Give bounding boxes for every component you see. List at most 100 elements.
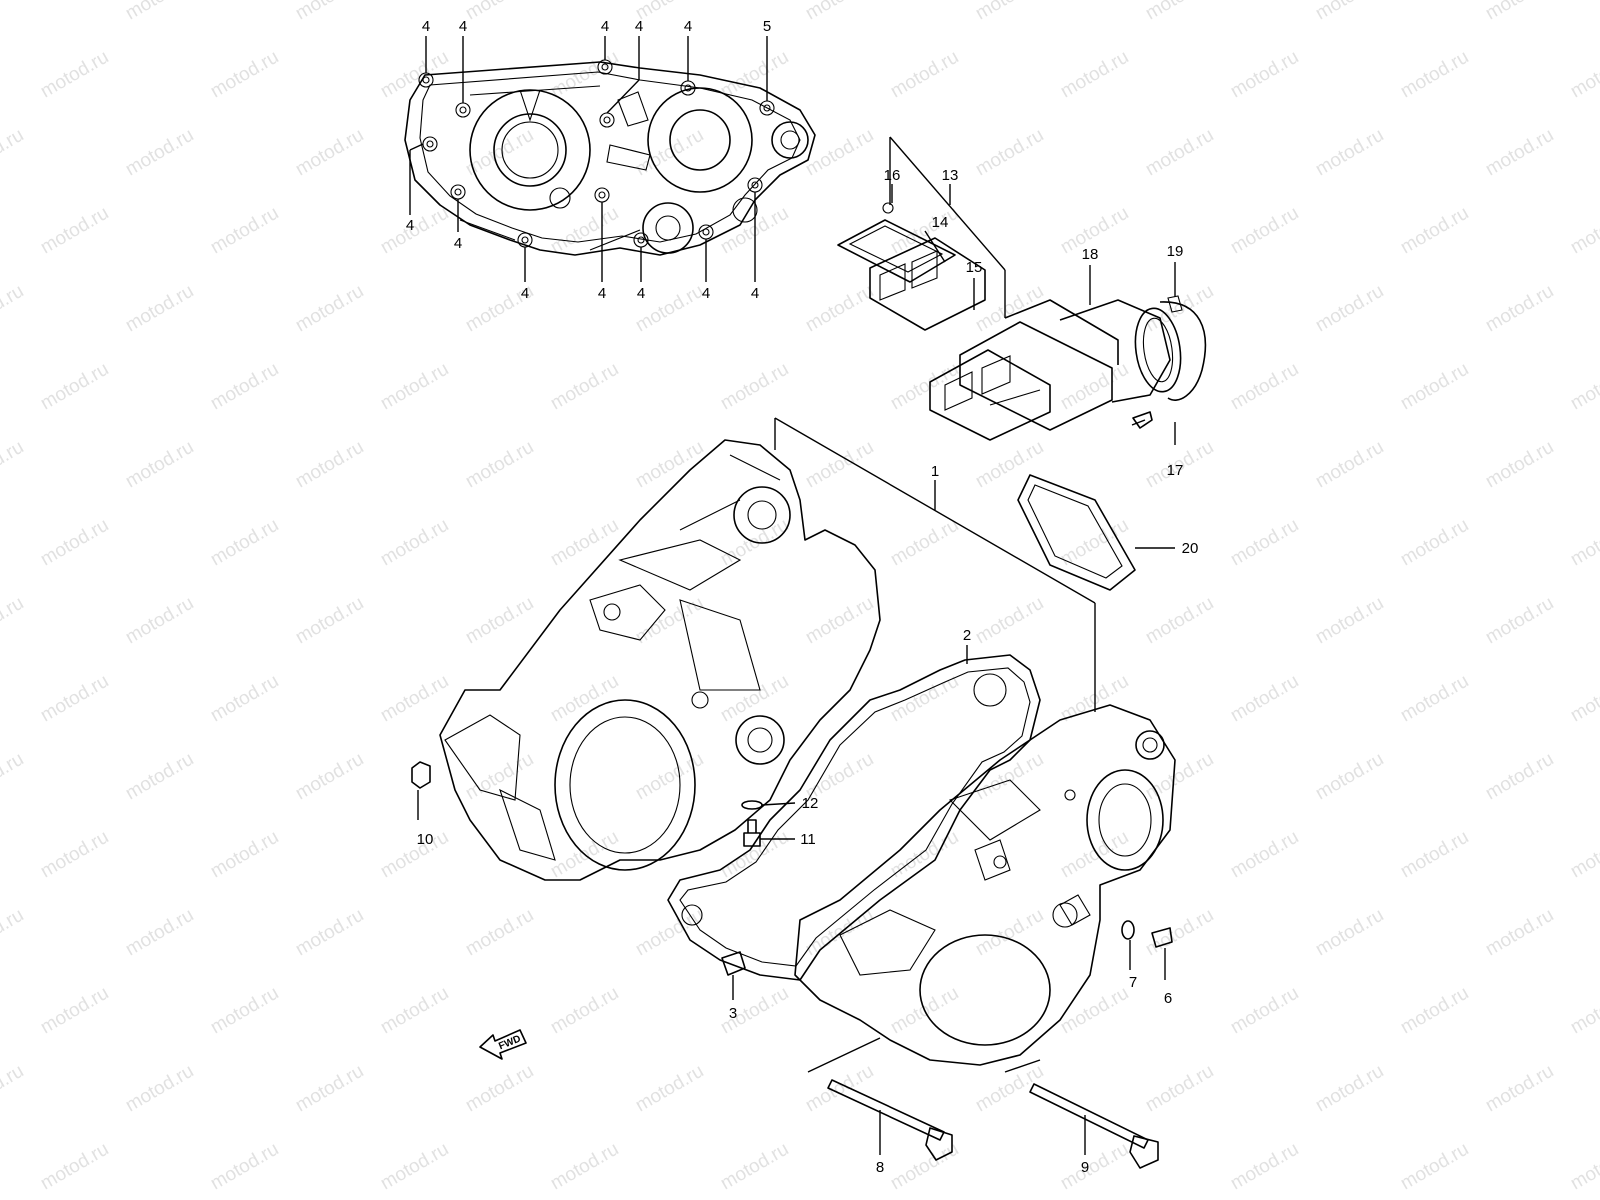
watermark-text: motod.ru (462, 905, 537, 961)
watermark-text: motod.ru (1227, 671, 1302, 727)
watermark-text: motod.ru (207, 671, 282, 727)
watermark-text: motod.ru (292, 905, 367, 961)
watermark-text: motod.ru (0, 0, 27, 24)
watermark-text: motod.ru (377, 359, 452, 415)
watermark-text: motod.ru (1567, 983, 1600, 1039)
callout-14: 14 (932, 214, 949, 231)
watermark-text: motod.ru (1227, 827, 1302, 883)
watermark-text: motod.ru (887, 515, 962, 571)
watermark-text: motod.ru (1482, 1061, 1557, 1117)
watermark-text: motod.ru (632, 593, 707, 649)
watermark-text: motod.ru (887, 359, 962, 415)
watermark-text: motod.ru (37, 359, 112, 415)
reed-valve-assembly (837, 202, 1207, 441)
watermark-text: motod.ru (1567, 1139, 1600, 1195)
watermark-text: motod.ru (377, 515, 452, 571)
watermark-text: motod.ru (887, 47, 962, 103)
watermark-text: motod.ru (377, 671, 452, 727)
watermark-text: motod.ru (972, 593, 1047, 649)
watermark-text: motod.ru (0, 125, 27, 181)
watermark-text: motod.ru (1057, 1139, 1132, 1195)
watermark-text: motod.ru (207, 983, 282, 1039)
callout-7: 7 (1129, 974, 1137, 991)
watermark-text: motod.ru (462, 1061, 537, 1117)
watermark-text: motod.ru (1227, 47, 1302, 103)
callout-4c: 4 (601, 18, 609, 35)
callout-4i: 4 (598, 285, 606, 302)
watermark-text: motod.ru (1567, 203, 1600, 259)
watermark-text: motod.ru (717, 1139, 792, 1195)
watermark-text: motod.ru (0, 1061, 27, 1117)
callout-12: 12 (802, 795, 819, 812)
watermark-text: motod.ru (292, 125, 367, 181)
callout-1: 1 (931, 463, 939, 480)
watermark-text: motod.ru (207, 47, 282, 103)
watermark-text: motod.ru (37, 671, 112, 727)
watermark-text: motod.ru (547, 359, 622, 415)
watermark-text: motod.ru (462, 0, 537, 24)
watermark-text: motod.ru (37, 1139, 112, 1195)
watermark-text: motod.ru (1482, 437, 1557, 493)
crankcase-gasket (667, 654, 1041, 981)
watermark-text: motod.ru (1567, 359, 1600, 415)
watermark-text: motod.ru (632, 1061, 707, 1117)
watermark-text: motod.ru (1397, 983, 1472, 1039)
watermark-text: motod.ru (1312, 1061, 1387, 1117)
watermark-text: motod.ru (1312, 437, 1387, 493)
watermark-text: motod.ru (1142, 593, 1217, 649)
watermark-text: motod.ru (207, 1139, 282, 1195)
watermark-text: motod.ru (1312, 125, 1387, 181)
watermark-text: motod.ru (1397, 515, 1472, 571)
watermark-text: motod.ru (292, 437, 367, 493)
watermark-text: motod.ru (1312, 749, 1387, 805)
watermark-text: motod.ru (207, 515, 282, 571)
callout-17: 17 (1167, 462, 1184, 479)
watermark-text: motod.ru (972, 905, 1047, 961)
watermark-text: motod.ru (37, 203, 112, 259)
watermark-text: motod.ru (887, 203, 962, 259)
watermark-text: motod.ru (1142, 125, 1217, 181)
watermark-text: motod.ru (547, 515, 622, 571)
watermark-text: motod.ru (547, 983, 622, 1039)
watermark-text: motod.ru (1397, 1139, 1472, 1195)
watermark-text: motod.ru (547, 1139, 622, 1195)
watermark-text: motod.ru (1312, 905, 1387, 961)
watermark-text: motod.ru (122, 749, 197, 805)
watermark-text: motod.ru (0, 593, 27, 649)
callout-4b: 4 (459, 18, 467, 35)
watermark-text: motod.ru (0, 749, 27, 805)
watermark-text: motod.ru (207, 827, 282, 883)
watermark-text: motod.ru (0, 437, 27, 493)
watermark-text: motod.ru (802, 281, 877, 337)
watermark-text: motod.ru (1057, 47, 1132, 103)
watermark-text: motod.ru (972, 437, 1047, 493)
watermark-text: motod.ru (1057, 359, 1132, 415)
watermark-text: motod.ru (1567, 515, 1600, 571)
watermark-text: motod.ru (462, 593, 537, 649)
callout-9: 9 (1081, 1159, 1089, 1176)
watermark-text: motod.ru (292, 593, 367, 649)
watermark-text: motod.ru (122, 0, 197, 24)
watermark-text: motod.ru (632, 0, 707, 24)
watermark-text: motod.ru (122, 1061, 197, 1117)
watermark-text: motod.ru (0, 281, 27, 337)
watermark-text: motod.ru (292, 749, 367, 805)
callout-16: 16 (884, 167, 901, 184)
watermark-text: motod.ru (1142, 1061, 1217, 1117)
watermark-text: motod.ru (1482, 593, 1557, 649)
watermark-text: motod.ru (207, 203, 282, 259)
watermark-text: motod.ru (1482, 0, 1557, 24)
watermark-text: motod.ru (632, 905, 707, 961)
watermark-text: motod.ru (1227, 515, 1302, 571)
callout-4a: 4 (422, 18, 430, 35)
watermark-text: motod.ru (1482, 905, 1557, 961)
watermark-text: motod.ru (632, 125, 707, 181)
callout-8: 8 (876, 1159, 884, 1176)
watermark-text: motod.ru (802, 0, 877, 24)
watermark-text: motod.ru (1397, 203, 1472, 259)
callout-3: 3 (729, 1005, 737, 1022)
watermark-text: motod.ru (972, 0, 1047, 24)
callout-18: 18 (1082, 246, 1099, 263)
watermark-text: motod.ru (1312, 0, 1387, 24)
